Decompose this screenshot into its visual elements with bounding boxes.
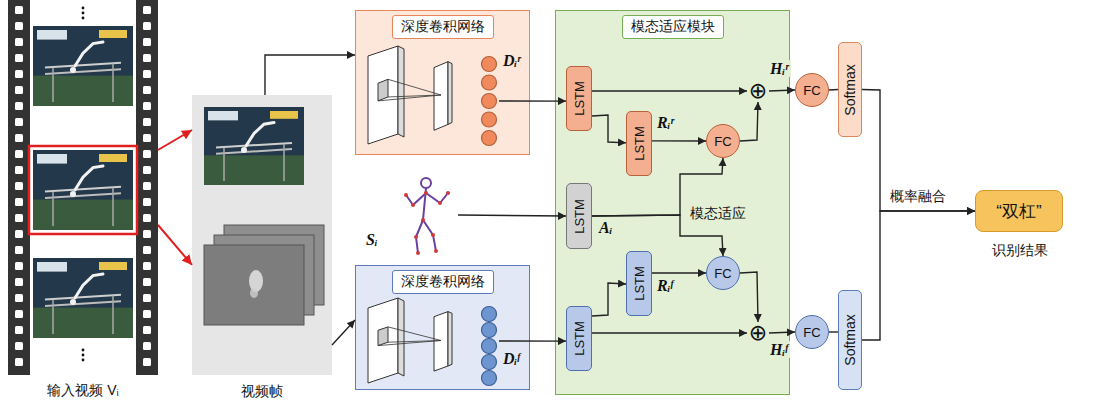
label-holder: 输入视频 Vᵢ — [8, 381, 158, 400]
cnn-panel: Dᵢᶠ 深度卷积网络 — [355, 265, 530, 390]
feature-vector: Dᵢᶠ — [479, 306, 499, 386]
connector — [652, 140, 706, 142]
node-label: LSTM — [632, 126, 647, 161]
connector — [862, 211, 975, 340]
node-label: FC — [714, 134, 731, 149]
node-label: FC — [803, 325, 820, 340]
label-holder: 视频帧 — [192, 382, 332, 401]
connector — [332, 320, 355, 345]
connector — [769, 332, 795, 333]
connector — [829, 331, 838, 332]
connector — [769, 90, 795, 91]
node-label: 输入视频 Vᵢ — [47, 382, 118, 398]
fc-circle: FC — [706, 124, 740, 158]
label-holder: Dᵢʳ — [503, 52, 533, 70]
sum-symbol: ⊕ — [747, 80, 769, 102]
label-holder: Dᵢᶠ — [503, 350, 533, 368]
connector — [458, 215, 566, 216]
lstm-box: LSTM — [626, 111, 652, 176]
node-label: LSTM — [632, 266, 647, 301]
node-label: ⊕ — [749, 322, 767, 344]
label-holder: 识别结果 — [966, 241, 1074, 260]
label-holder: 模态适应 — [688, 204, 748, 223]
node-label: 识别结果 — [992, 242, 1048, 258]
connector — [829, 89, 838, 91]
node-label: Softmax — [842, 314, 858, 365]
lstm-box: LSTM — [566, 183, 592, 249]
softmax-box: Softmax — [838, 42, 862, 137]
connector — [158, 130, 192, 150]
label-holder: 概率融合 — [888, 187, 948, 206]
annotation-text: 概率融合 — [888, 188, 948, 204]
connector — [592, 332, 747, 333]
label-holder: Aᵢ — [597, 219, 614, 237]
connector — [265, 55, 355, 95]
node-label: ⊕ — [749, 80, 767, 102]
vo-illustration — [479, 56, 499, 146]
skel-illustration — [388, 175, 458, 255]
strip-illustration — [8, 0, 158, 375]
sum-symbol: ⊕ — [747, 322, 769, 344]
edge-label: Rᵢᶠ — [655, 277, 675, 294]
edge-label: Rᵢʳ — [655, 114, 676, 131]
label-holder: Rᵢʳ — [655, 114, 676, 132]
node-label: LSTM — [572, 199, 587, 234]
lstm-box: LSTM — [626, 251, 652, 316]
connector — [652, 272, 706, 273]
annotation-text: 模态适应 — [688, 205, 748, 221]
cnn-panel: Dᵢʳ 深度卷积网络 — [355, 10, 530, 155]
label-holder: Sᵢ — [366, 231, 388, 249]
label-holder: Hᵢʳ — [768, 60, 791, 78]
node-label: Softmax — [842, 64, 858, 115]
node-label: 深度卷积网络 — [392, 15, 494, 39]
node-label: Dᵢʳ — [503, 52, 521, 69]
node-label: FC — [803, 83, 820, 98]
node-label: 模态适应模块 — [622, 15, 724, 39]
label-holder: Rᵢᶠ — [655, 277, 675, 295]
video-frame-panel: 视频帧 — [192, 95, 332, 375]
node-label: “双杠” — [996, 200, 1041, 223]
lstm-box: LSTM — [566, 66, 592, 131]
fc-circle: FC — [795, 315, 829, 349]
edge-label: Hᵢᶠ — [768, 341, 790, 358]
frames-illustration — [192, 95, 332, 375]
fc-circle: FC — [706, 256, 740, 290]
node-label: FC — [714, 266, 731, 281]
edge-label: Aᵢ — [597, 219, 614, 236]
result-box: “双杠”识别结果 — [975, 190, 1063, 232]
fc-circle: FC — [795, 73, 829, 107]
vb-illustration — [479, 306, 499, 386]
softmax-box: Softmax — [838, 290, 862, 390]
node-label: Sᵢ — [366, 231, 378, 248]
feature-vector: Dᵢʳ — [479, 56, 499, 146]
node-label: Dᵢᶠ — [503, 350, 520, 367]
node-label: LSTM — [572, 321, 587, 356]
connector — [499, 100, 566, 101]
node-label: LSTM — [572, 81, 587, 116]
edge-label: Hᵢʳ — [768, 60, 791, 77]
module-panel: LSTM LSTM LSTM LSTM LSTM FC FC ⊕ ⊕ 模态适应模块 — [555, 10, 790, 395]
node-label: 深度卷积网络 — [392, 270, 494, 294]
connector — [499, 340, 566, 342]
lstm-box: LSTM — [566, 306, 592, 371]
connector — [158, 225, 192, 265]
video-filmstrip: 输入视频 Vᵢ — [8, 0, 158, 375]
skeleton-figure: Sᵢ — [388, 175, 458, 255]
connector — [592, 90, 747, 91]
label-holder: Hᵢᶠ — [768, 341, 790, 359]
connector — [862, 90, 975, 212]
node-label: 视频帧 — [241, 383, 283, 399]
